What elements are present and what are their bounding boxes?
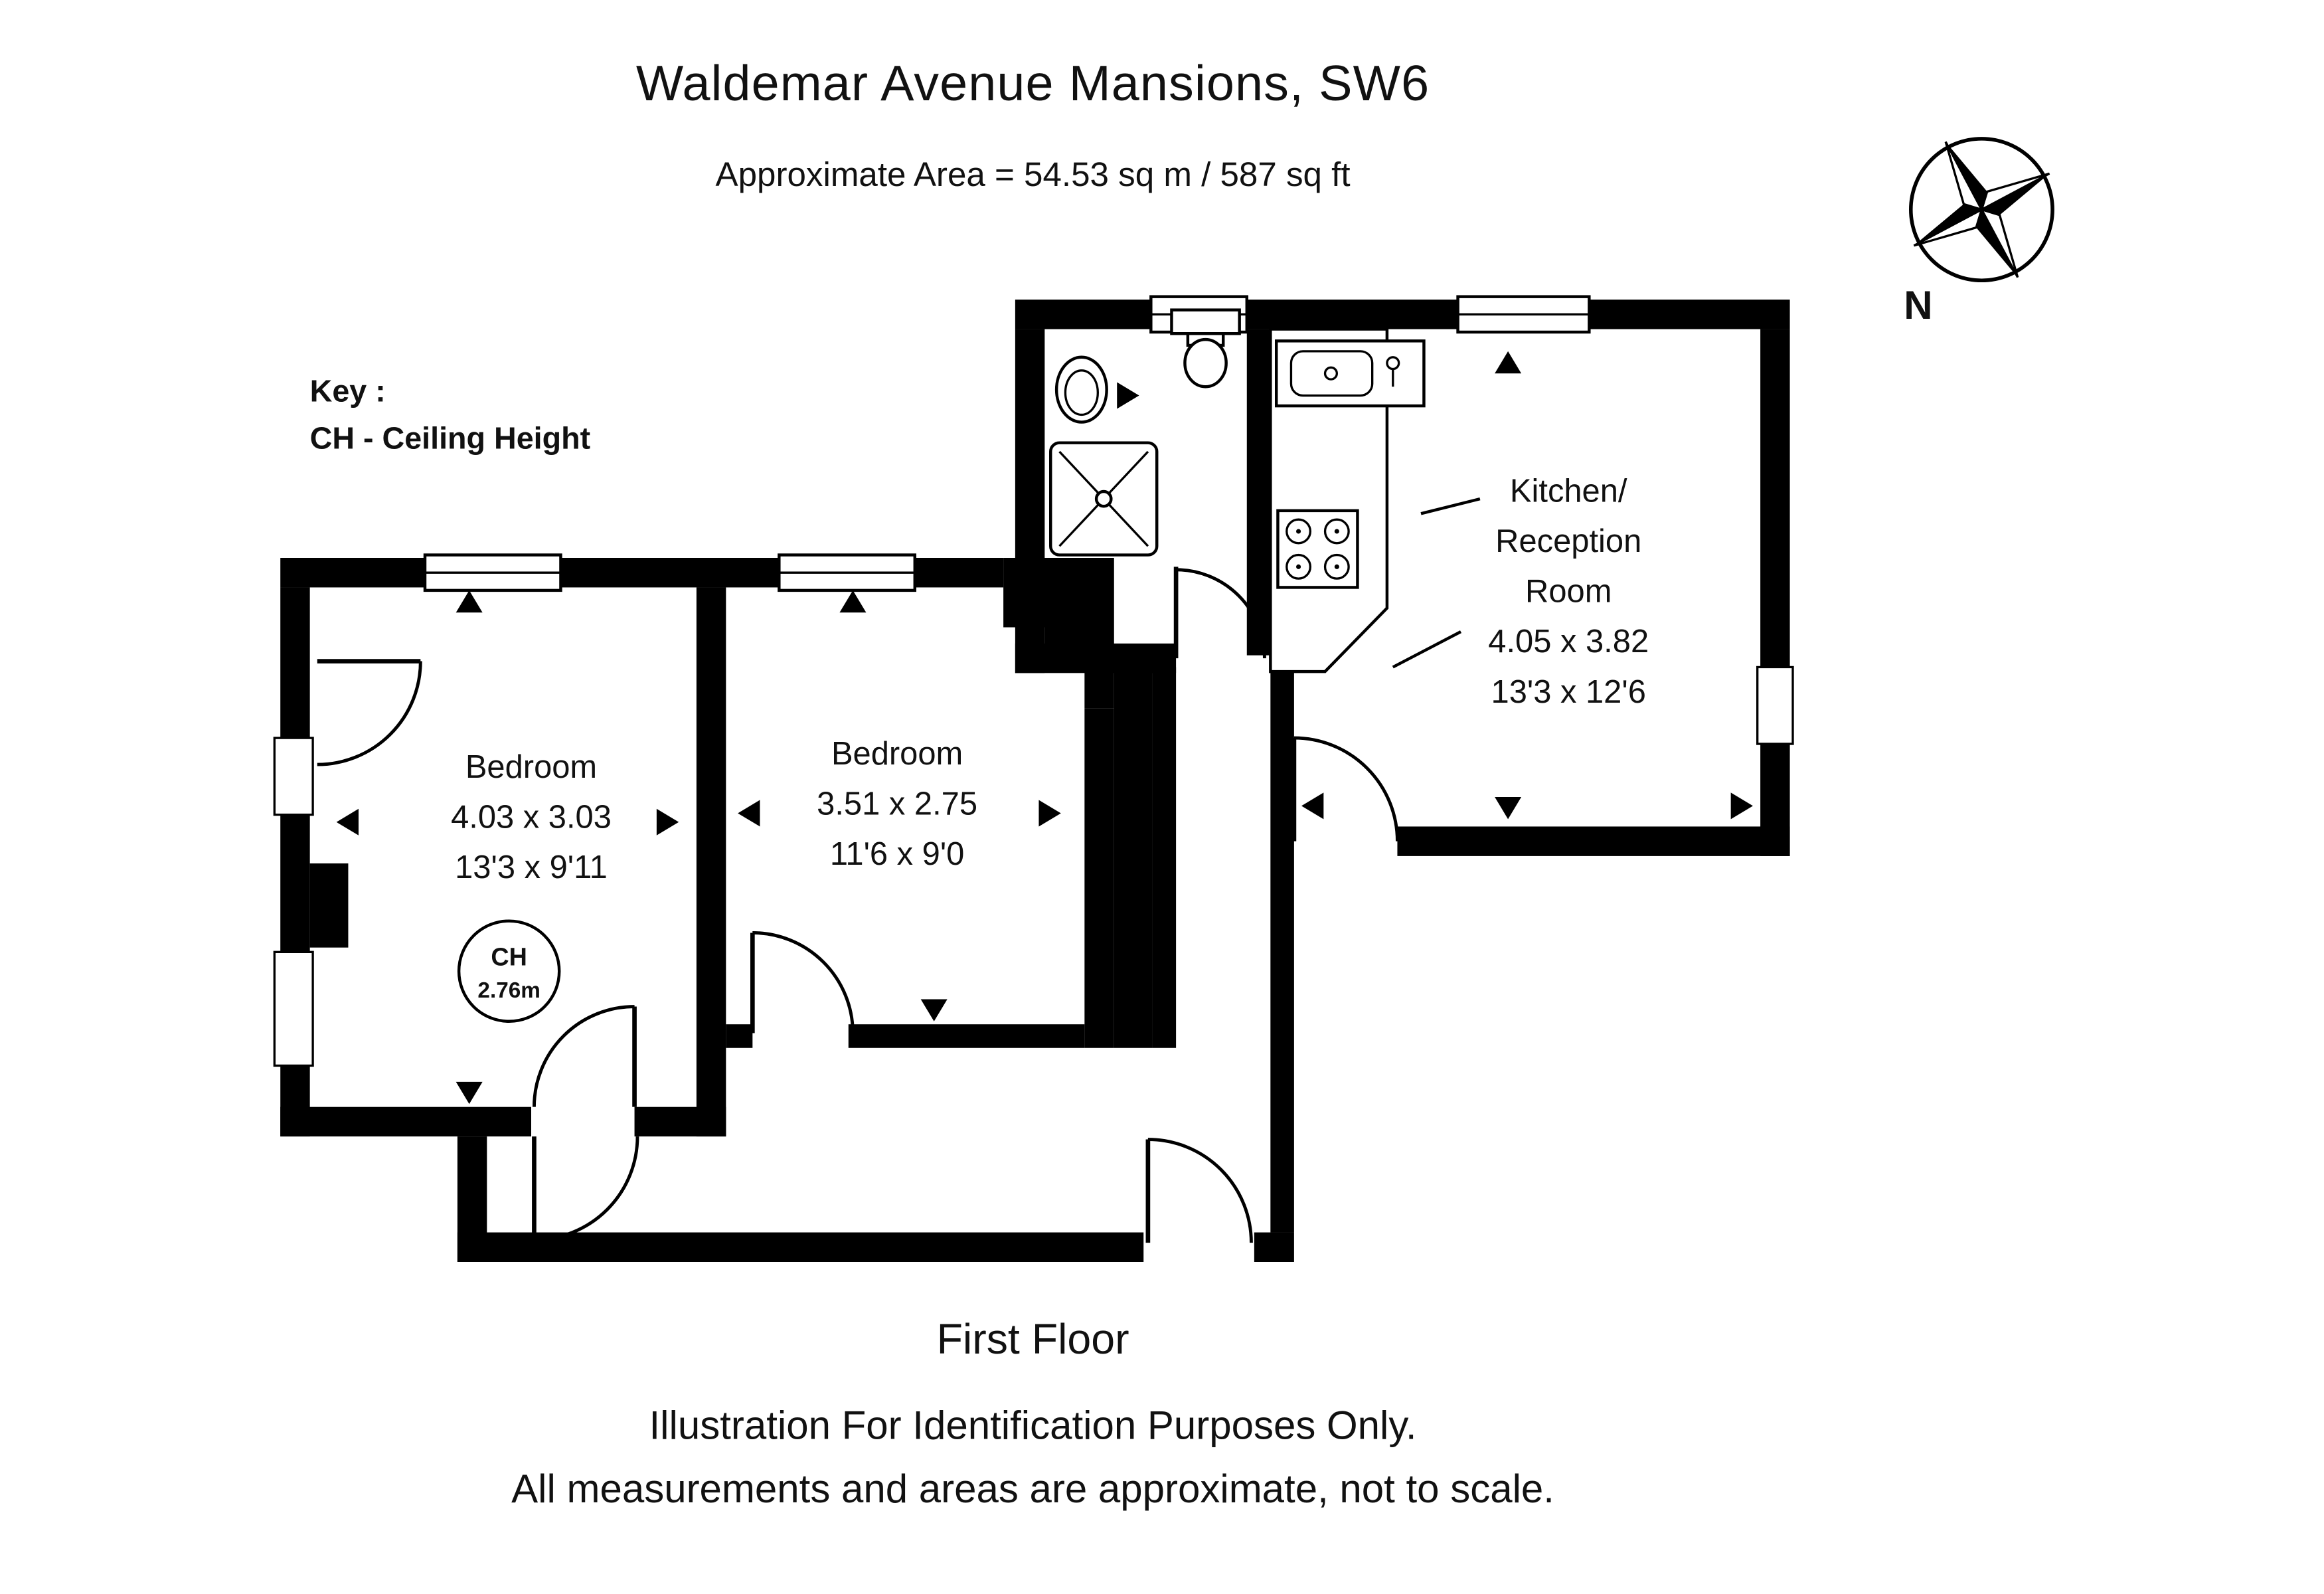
- arrow-left-icon: [738, 800, 760, 827]
- wall-segment: [726, 1024, 753, 1048]
- ch-label: CH: [491, 943, 527, 971]
- window-bedroom2: [778, 553, 916, 592]
- door-hallway: [532, 1136, 639, 1242]
- closet-opening: [273, 737, 314, 816]
- arrow-right-icon: [1730, 792, 1753, 820]
- room-size-metric: 4.05 x 3.82: [1488, 624, 1649, 660]
- wall-segment: [280, 558, 425, 588]
- arrow-right-icon: [656, 808, 679, 836]
- arrow-left-icon: [336, 808, 359, 836]
- room-name: Kitchen/: [1510, 474, 1627, 509]
- room-name: Room: [1525, 574, 1612, 610]
- room-size-metric: 4.03 x 3.03: [451, 800, 612, 836]
- wall-segment: [696, 587, 726, 1137]
- kitchen-sink-icon: [1275, 339, 1426, 408]
- compass-point-east: [1979, 172, 2050, 215]
- wall-segment: [280, 1107, 531, 1137]
- arrow-down-icon: [456, 1081, 483, 1105]
- page-title: Waldemar Avenue Mansions, SW6: [636, 56, 1430, 112]
- shower-icon: [1049, 441, 1159, 557]
- wall-segment: [1114, 671, 1153, 1048]
- arrow-right-icon: [1117, 382, 1139, 409]
- label-pointer-line: [1420, 497, 1481, 515]
- room-name: Reception: [1495, 523, 1641, 559]
- right-wall-recess: [1756, 665, 1794, 745]
- window-kitchen: [1456, 295, 1591, 334]
- key-ceiling-height: CH - Ceiling Height: [310, 421, 590, 456]
- measurement-arrows: [336, 351, 1753, 1105]
- north-label: N: [1904, 283, 1932, 327]
- room-size-imperial: 11'6 x 9'0: [830, 836, 965, 872]
- wall-segment: [1246, 329, 1271, 656]
- alcove-recess: [273, 950, 314, 1067]
- room-size-imperial: 13'3 x 12'6: [1491, 674, 1646, 710]
- arrow-up-icon: [456, 590, 483, 613]
- wall-segment: [457, 1232, 1144, 1262]
- doors-layer: [317, 567, 1399, 1243]
- wall-segment: [1246, 300, 1458, 329]
- wall-segment: [848, 1024, 1085, 1048]
- wall-segment: [1152, 667, 1177, 1048]
- windows-layer: [423, 295, 1591, 592]
- room-name: Bedroom: [465, 749, 597, 785]
- key-heading: Key :: [310, 373, 386, 408]
- label-pointer-line: [1392, 630, 1462, 669]
- compass-circle: [1909, 137, 2054, 282]
- wall-segment: [1084, 708, 1114, 1048]
- ch-value: 2.76m: [477, 978, 540, 1003]
- key-block: Key : CH - Ceiling Height: [310, 373, 590, 455]
- compass-point-west: [1913, 204, 1984, 247]
- walls-layer: [280, 300, 1790, 1262]
- door-bedroom2: [750, 931, 855, 1033]
- arrow-up-icon: [1495, 351, 1522, 374]
- door-entrance: [1145, 1138, 1253, 1243]
- room-name: Bedroom: [831, 736, 963, 772]
- wall-recesses: [273, 665, 1794, 1067]
- arrow-up-icon: [839, 590, 867, 613]
- compass-point-south: [1976, 207, 2019, 278]
- disclaimer-line1: Illustration For Identification Purposes…: [649, 1403, 1417, 1448]
- approximate-area-label: Approximate Area = 54.53 sq m / 587 sq f…: [716, 155, 1351, 193]
- door-kitchen: [1291, 736, 1399, 841]
- kitchen-label: Kitchen/ Reception Room 4.05 x 3.82 13'3…: [1488, 474, 1649, 710]
- door-bedroom1: [533, 1005, 637, 1107]
- arrow-down-icon: [1495, 797, 1522, 820]
- wall-segment: [560, 558, 780, 588]
- compass-rose-icon: N: [1904, 137, 2054, 327]
- wall-segment: [1589, 300, 1790, 329]
- arrow-down-icon: [920, 999, 948, 1021]
- room-size-metric: 3.51 x 2.75: [817, 786, 977, 822]
- arrow-left-icon: [1301, 792, 1324, 820]
- wall-segment: [634, 1107, 726, 1137]
- kitchen-fixtures: [1269, 327, 1481, 673]
- disclaimer-line2: All measurements and areas are approxima…: [511, 1466, 1554, 1511]
- room-size-imperial: 13'3 x 9'11: [455, 849, 608, 885]
- ceiling-height-badge: CH 2.76m: [457, 919, 561, 1023]
- wall-segment: [1254, 1232, 1294, 1262]
- wall-pilaster: [309, 863, 349, 948]
- floor-label: First Floor: [937, 1315, 1129, 1363]
- door-bedroom1-closet: [317, 659, 422, 766]
- hob-icon: [1276, 509, 1359, 589]
- wall-segment: [1270, 655, 1294, 1233]
- wall-segment: [1015, 300, 1151, 329]
- wall-segment: [914, 558, 1004, 588]
- wall-segment: [1397, 826, 1790, 856]
- bedroom1-label: Bedroom 4.03 x 3.03 13'3 x 9'11: [451, 749, 612, 885]
- toilet-icon: [1170, 308, 1241, 389]
- chimney-breast-wall: [1003, 558, 1114, 709]
- wall-segment: [1760, 329, 1790, 856]
- arrow-right-icon: [1038, 800, 1061, 827]
- bathroom-fixtures: [1049, 308, 1241, 557]
- door-bathroom: [1173, 567, 1266, 659]
- bedroom2-label: Bedroom 3.51 x 2.75 11'6 x 9'0: [817, 736, 977, 872]
- window-bedroom1: [423, 553, 562, 592]
- basin-icon: [1054, 355, 1108, 424]
